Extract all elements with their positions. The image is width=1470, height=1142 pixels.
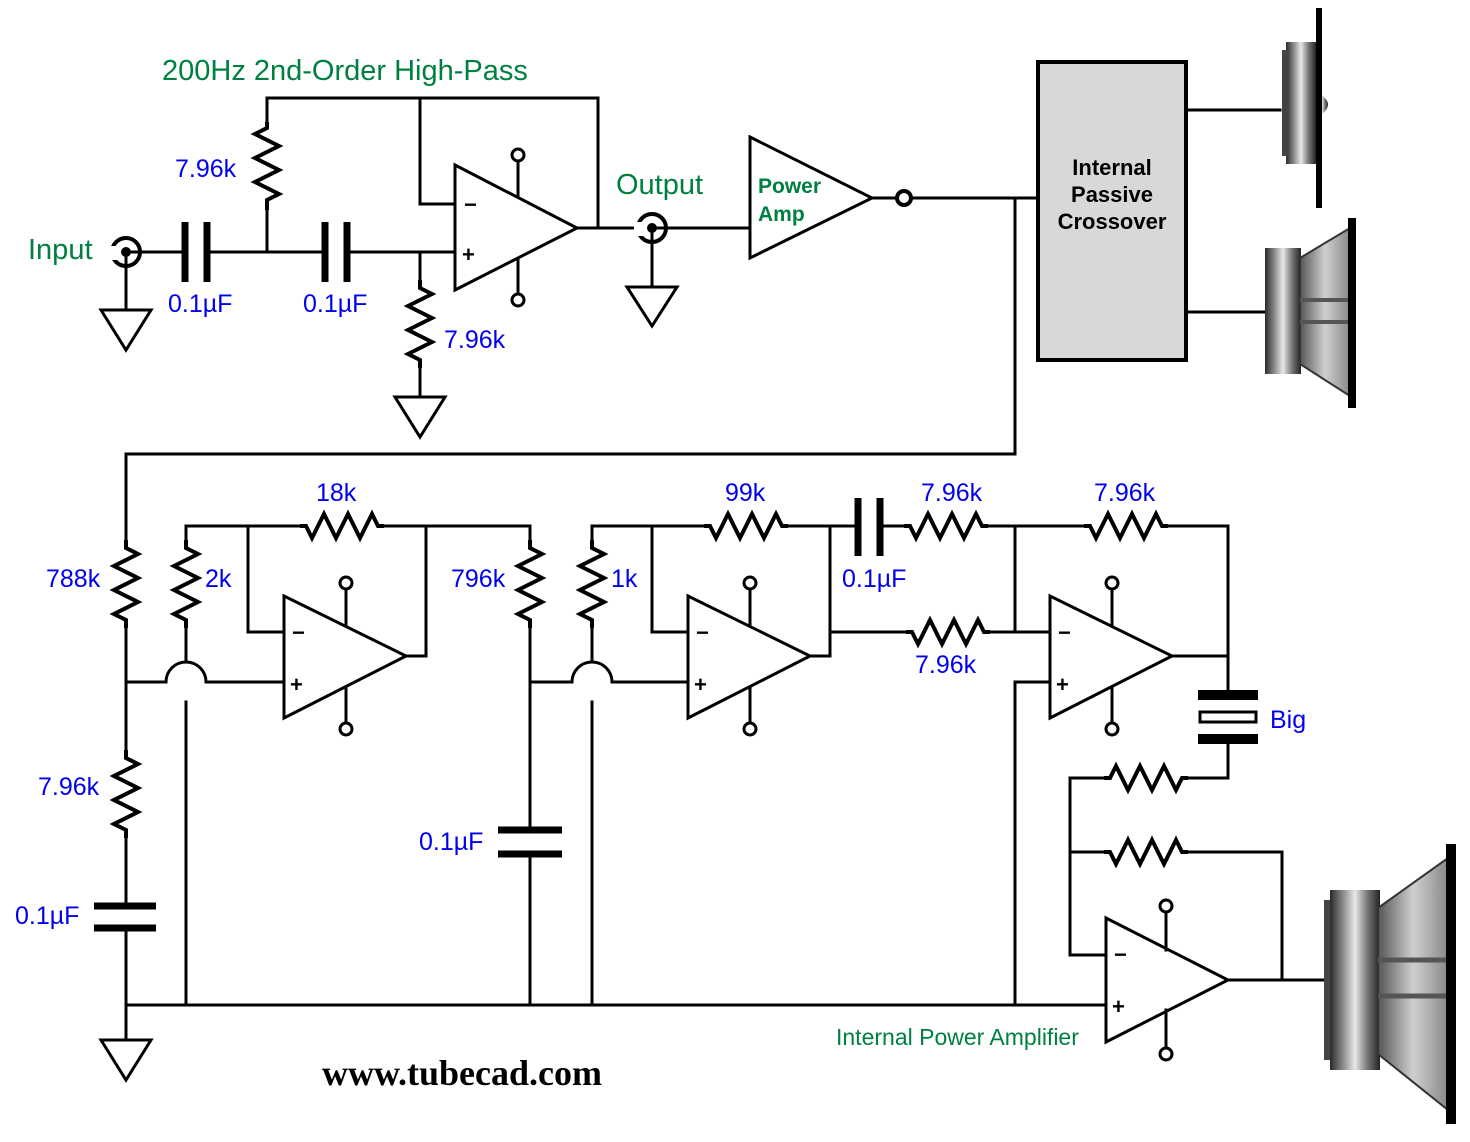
opamp-minus: − (1058, 620, 1071, 645)
r1-label: 7.96k (175, 155, 237, 183)
r2-label: 7.96k (444, 326, 506, 354)
output-jack (634, 212, 668, 287)
wire (650, 524, 690, 634)
c1-label: 0.1µF (168, 290, 232, 318)
opamp-minus: − (292, 620, 305, 645)
resistor-796k (513, 540, 547, 628)
wire (1186, 850, 1284, 982)
r-796c-label: 7.96k (1094, 479, 1156, 507)
opamp-3: − + (686, 575, 814, 737)
resistor-788k (109, 540, 143, 628)
c2-label: 0.1µF (303, 290, 367, 318)
output-label: Output (616, 169, 703, 201)
power-amp (748, 134, 876, 261)
wire (1184, 108, 1282, 314)
opamp-minus: − (464, 192, 477, 217)
power-amp-label-1: Power (758, 175, 821, 198)
midrange-speaker-icon (1265, 218, 1356, 408)
c-01b-label: 0.1µF (419, 828, 483, 856)
c-01a-label: 0.1µF (842, 565, 906, 593)
crossover-label-2: Passive (1071, 182, 1153, 207)
big-capacitor (1198, 690, 1258, 744)
ground-symbol (392, 395, 448, 440)
capacitor-middle (498, 826, 562, 858)
internal-power-amp: − + (1104, 898, 1232, 1062)
wire (124, 196, 1017, 542)
wire (265, 96, 600, 230)
opamp-minus: − (696, 620, 709, 645)
input-label: Input (28, 234, 93, 266)
passive-crossover-box (1036, 60, 1188, 362)
website-label: www.tubecad.com (322, 1053, 602, 1093)
opamp-minus: − (1114, 942, 1127, 967)
wire (1186, 742, 1230, 780)
wire-crossover-hop (570, 660, 614, 684)
wire (424, 524, 532, 542)
resistor-1k (575, 540, 609, 628)
crossover-label-3: Crossover (1058, 209, 1167, 234)
wire (808, 524, 832, 658)
opamp-2: − + (282, 575, 410, 737)
resistor-r2 (403, 280, 437, 368)
ground-symbol (624, 285, 680, 329)
resistor-796k-a (904, 509, 988, 543)
resistor-99k (704, 509, 788, 543)
tweeter-icon (1282, 8, 1328, 208)
ground-symbol (98, 1038, 154, 1083)
wire (418, 96, 457, 206)
resistor-796k-b (906, 615, 990, 649)
crossover-label-1: Internal (1072, 155, 1151, 180)
opamp-4: − + (1048, 575, 1176, 737)
big-label: Big (1270, 706, 1306, 734)
r-796d-label: 7.96k (38, 773, 100, 801)
capacitor-bottom-left (94, 902, 156, 932)
c-01c-label: 0.1µF (15, 902, 79, 930)
resistor-2k (169, 540, 203, 628)
r-796a-label: 7.96k (921, 479, 983, 507)
bottom-section: − + − + (94, 498, 1456, 1124)
opamp-plus: + (694, 672, 707, 697)
wire-crossover-hop (164, 660, 208, 684)
wire (1013, 680, 1052, 1007)
wire (382, 524, 428, 658)
resistor-feedback-2 (1104, 835, 1188, 869)
r-2k-label: 2k (205, 565, 232, 593)
resistor-796k-c (1084, 509, 1168, 543)
top-high-pass-section: − + Power Amp Internal Passive Crossover (98, 8, 1356, 542)
woofer-speaker-icon (1324, 844, 1456, 1124)
resistor-796k-series (109, 750, 143, 838)
opamp-1: − + (453, 147, 581, 308)
opamp-plus: + (1112, 994, 1125, 1019)
capacitor-c1 (181, 222, 211, 282)
r-796b-label: 7.96k (915, 651, 977, 679)
capacitor-top-right (854, 498, 884, 556)
r-1k-label: 1k (611, 565, 638, 593)
internal-power-amp-label: Internal Power Amplifier (836, 1024, 1079, 1050)
r-99k-label: 99k (725, 479, 766, 507)
r-788k-label: 788k (46, 565, 101, 593)
capacitor-c2 (321, 222, 351, 282)
ground-symbol (98, 308, 154, 353)
power-amp-label-2: Amp (758, 203, 805, 226)
diagram-title: 200Hz 2nd-Order High-Pass (162, 55, 528, 87)
r-796k-label: 796k (451, 565, 506, 593)
resistor-18k (300, 509, 384, 543)
opamp-plus: + (1056, 672, 1069, 697)
amp-output-terminal (895, 189, 913, 207)
input-jack (108, 236, 142, 310)
opamp-plus: + (462, 242, 475, 267)
opamp-plus: + (290, 672, 303, 697)
wire (246, 524, 286, 634)
r-18k-label: 18k (316, 479, 357, 507)
wire (1166, 524, 1230, 692)
resistor-r1 (250, 122, 284, 210)
resistor-feedback-1 (1104, 761, 1188, 795)
wire (1068, 776, 1108, 957)
